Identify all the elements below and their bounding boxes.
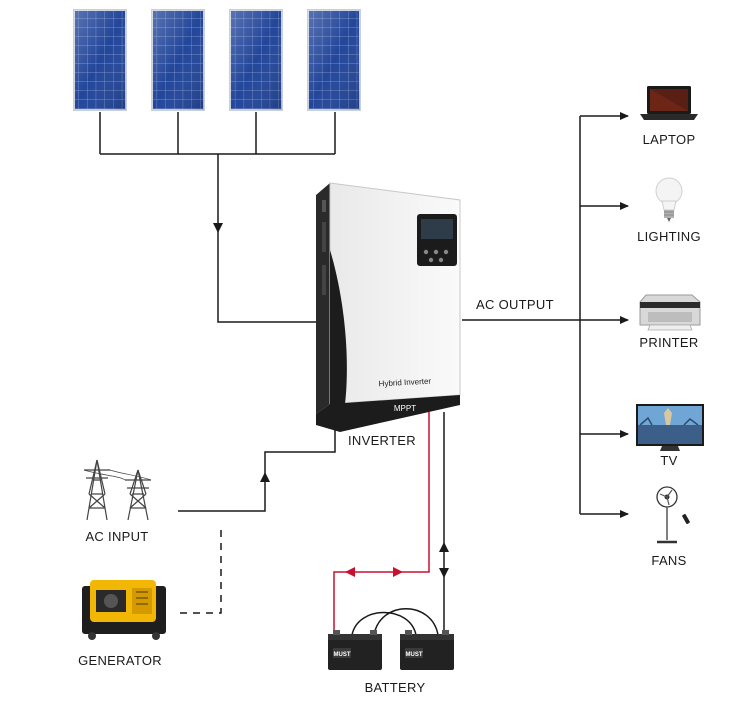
- battery-label: BATTERY: [364, 680, 426, 695]
- light-bulb-icon: [655, 177, 683, 222]
- ac-input-wiring: [178, 430, 336, 512]
- generator-icon: [82, 580, 166, 640]
- tv-icon: [636, 404, 704, 451]
- solar-panel-1: [73, 9, 127, 111]
- battery-1: [328, 630, 382, 670]
- ac-input-label: AC INPUT: [85, 529, 149, 544]
- fan-icon: [656, 486, 690, 544]
- solar-panel-4: [307, 9, 361, 111]
- solar-wiring: [99, 112, 336, 323]
- battery-1-brand: MUST: [334, 652, 351, 658]
- ac-output-wiring: [462, 112, 629, 518]
- inverter-front-text: Hybrid Inverter: [378, 377, 431, 389]
- generator-wiring: [180, 524, 222, 614]
- printer-icon: [639, 294, 701, 331]
- load-label-fans: FANS: [651, 553, 687, 568]
- battery-2-brand: MUST: [406, 652, 423, 658]
- load-label-tv: TV: [660, 453, 678, 468]
- generator-label: GENERATOR: [78, 653, 162, 668]
- battery-wiring: [333, 412, 449, 636]
- solar-panel-2: [151, 9, 205, 111]
- load-label-laptop: LAPTOP: [642, 132, 696, 147]
- laptop-icon: [640, 86, 698, 120]
- solar-panel-3: [229, 9, 283, 111]
- hybrid-inverter: [316, 182, 461, 432]
- load-label-lighting: LIGHTING: [637, 229, 701, 244]
- power-pylon-icon: [83, 459, 152, 521]
- battery-2: [400, 630, 454, 670]
- load-label-printer: PRINTER: [639, 335, 699, 350]
- inverter-label: INVERTER: [348, 433, 416, 448]
- inverter-badge-text: MPPT: [394, 404, 416, 413]
- ac-output-label: AC OUTPUT: [476, 297, 554, 312]
